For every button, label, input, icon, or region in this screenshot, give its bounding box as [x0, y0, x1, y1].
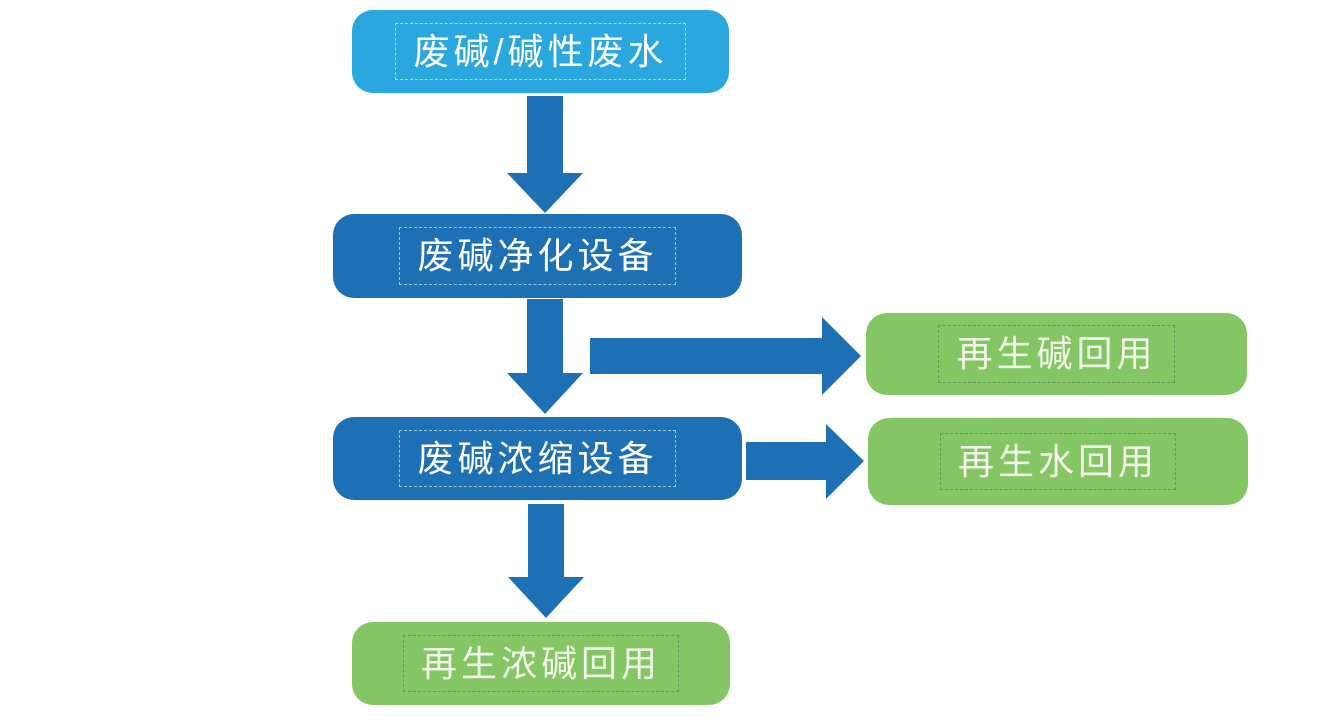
node-regen-conc-alkali-reuse[interactable]: 再生浓碱回用 [352, 622, 730, 705]
down-arrow-source-to-purify[interactable] [507, 96, 583, 213]
down-arrow-shape [507, 299, 583, 414]
node-label: 废碱/碱性废水 [413, 30, 668, 72]
right-arrow-shape [746, 424, 864, 499]
right-arrow-shape [590, 317, 861, 395]
text-placeholder[interactable]: 废碱浓缩设备 [399, 429, 676, 488]
node-regen-alkali-reuse[interactable]: 再生碱回用 [866, 313, 1247, 395]
text-placeholder[interactable]: 废碱/碱性废水 [395, 22, 686, 81]
text-placeholder[interactable]: 再生碱回用 [938, 325, 1175, 383]
node-label: 废碱净化设备 [417, 235, 658, 277]
right-arrow-to-regen-alkali[interactable] [590, 317, 861, 395]
node-label: 再生碱回用 [956, 333, 1157, 375]
down-arrow-concentrate-to-regen-conc-alkali[interactable] [508, 504, 584, 618]
text-placeholder[interactable]: 再生浓碱回用 [402, 634, 679, 693]
right-arrow-to-regen-water[interactable] [746, 424, 864, 499]
node-waste-alkali[interactable]: 废碱/碱性废水 [352, 10, 729, 93]
node-label: 废碱浓缩设备 [417, 437, 658, 479]
node-concentration-equipment[interactable]: 废碱浓缩设备 [333, 417, 742, 500]
down-arrow-shape [508, 504, 584, 618]
node-purification-equipment[interactable]: 废碱净化设备 [333, 214, 742, 298]
down-arrow-purify-to-concentrate[interactable] [507, 299, 583, 414]
node-label: 再生水回用 [957, 440, 1158, 482]
text-placeholder[interactable]: 废碱净化设备 [399, 227, 676, 285]
text-placeholder[interactable]: 再生水回用 [939, 432, 1176, 491]
node-label: 再生浓碱回用 [420, 642, 661, 684]
node-regen-water-reuse[interactable]: 再生水回用 [868, 418, 1248, 505]
down-arrow-shape [507, 96, 583, 213]
